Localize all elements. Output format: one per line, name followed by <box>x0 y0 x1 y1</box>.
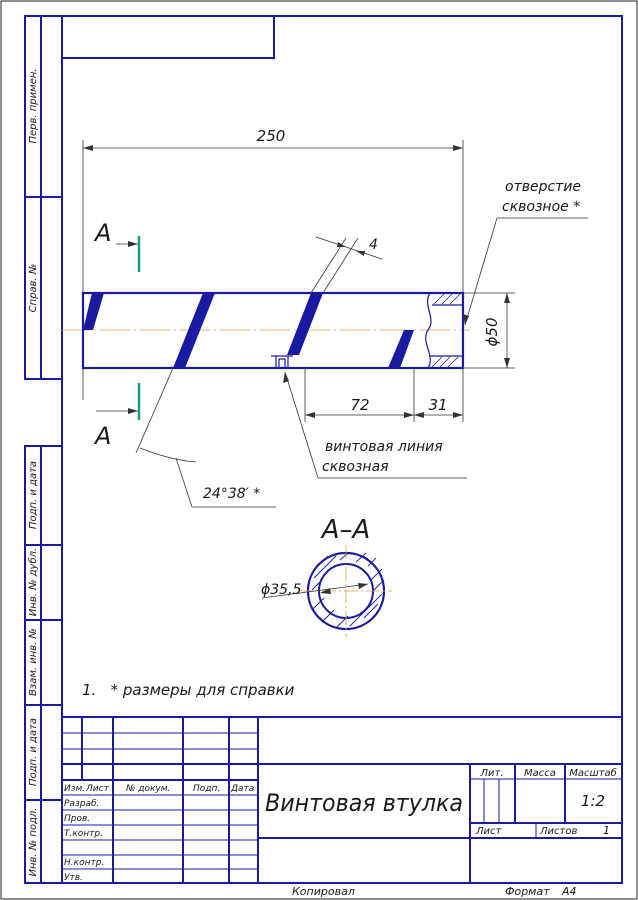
tb-mass: Масса <box>524 768 556 779</box>
technical-note: 1. * размеры для справки <box>82 681 295 699</box>
side-column-lower <box>24 445 63 884</box>
section-cut-marks <box>96 236 141 420</box>
title-block <box>62 716 622 883</box>
dim-length-label: 250 <box>257 127 286 145</box>
tb-role-razrab: Разраб. <box>64 799 99 809</box>
dim-pitch-label: 72 <box>350 396 369 414</box>
tb-header-doc: № докум. <box>125 784 170 794</box>
side-label-sprav: Справ. № <box>28 264 39 313</box>
section-mark-top: А <box>93 219 111 247</box>
section-diameter-label: ϕ35,5 <box>261 582 302 598</box>
dim-offset-label: 31 <box>428 396 447 414</box>
tb-role-prov: Пров. <box>64 814 90 824</box>
helix-callout-line2: сквозная <box>322 459 389 475</box>
tb-header-izm: Изм. <box>64 784 85 794</box>
tb-role-utv: Утв. <box>64 873 83 883</box>
tb-scale-label: Масштаб <box>569 767 617 779</box>
tb-header-podp: Подп. <box>193 784 220 794</box>
top-inscription-box <box>62 16 275 59</box>
tb-part-name: Винтовая втулка <box>265 789 463 817</box>
footer-format: Формат <box>505 885 550 898</box>
tb-sheets-value: 1 <box>603 824 610 837</box>
break-section <box>425 292 463 369</box>
hole-leader <box>463 217 588 326</box>
side-column-upper <box>24 15 63 380</box>
tb-sheet: Лист <box>475 826 503 837</box>
dim-diameter-label: ϕ50 <box>483 318 501 347</box>
dim-groove <box>310 236 383 294</box>
tb-lit: Лит. <box>479 768 503 779</box>
footer-format-value: А4 <box>561 885 577 898</box>
dim-pitch-group <box>304 368 464 422</box>
side-label-inv-dubl: Инв. № дубл. <box>27 548 39 616</box>
tb-sheets: Листов <box>539 826 577 837</box>
tb-header-data: Дата <box>230 784 254 794</box>
dim-length <box>82 140 464 293</box>
tb-role-tkontr: Т.контр. <box>64 829 103 839</box>
helical-groove <box>83 293 414 368</box>
side-label-podp-2: Подп. и дата <box>28 718 39 786</box>
tb-role-nkontr: Н.контр. <box>64 858 104 868</box>
section-title: А–А <box>320 515 371 545</box>
side-label-vzam: Взам. инв. № <box>28 628 39 696</box>
dim-groove-label: 4 <box>369 237 378 253</box>
bushing-outline <box>81 291 465 370</box>
section-view <box>300 545 392 637</box>
dim-section-diameter <box>261 583 369 599</box>
helix-leader <box>283 371 467 479</box>
dim-diameter <box>463 292 515 369</box>
dim-angle-label: 24°38′ * <box>203 486 260 502</box>
side-label-perv: Перв. примен. <box>28 68 39 143</box>
footer-copied: Копировал <box>292 885 355 898</box>
tb-scale-value: 1:2 <box>581 792 605 810</box>
slot-detail <box>271 355 293 369</box>
side-label-podp-1: Подп. и дата <box>28 461 39 529</box>
tb-header-list: Лист <box>85 784 110 794</box>
dim-angle <box>82 367 276 508</box>
hole-callout-line1: отверстие <box>505 179 581 195</box>
hole-callout-line2: сквозное * <box>502 199 580 215</box>
section-mark-bottom: А <box>93 422 111 450</box>
helix-callout-line1: винтовая линия <box>325 439 443 455</box>
side-label-inv-podl: Инв. № подл. <box>28 808 39 877</box>
